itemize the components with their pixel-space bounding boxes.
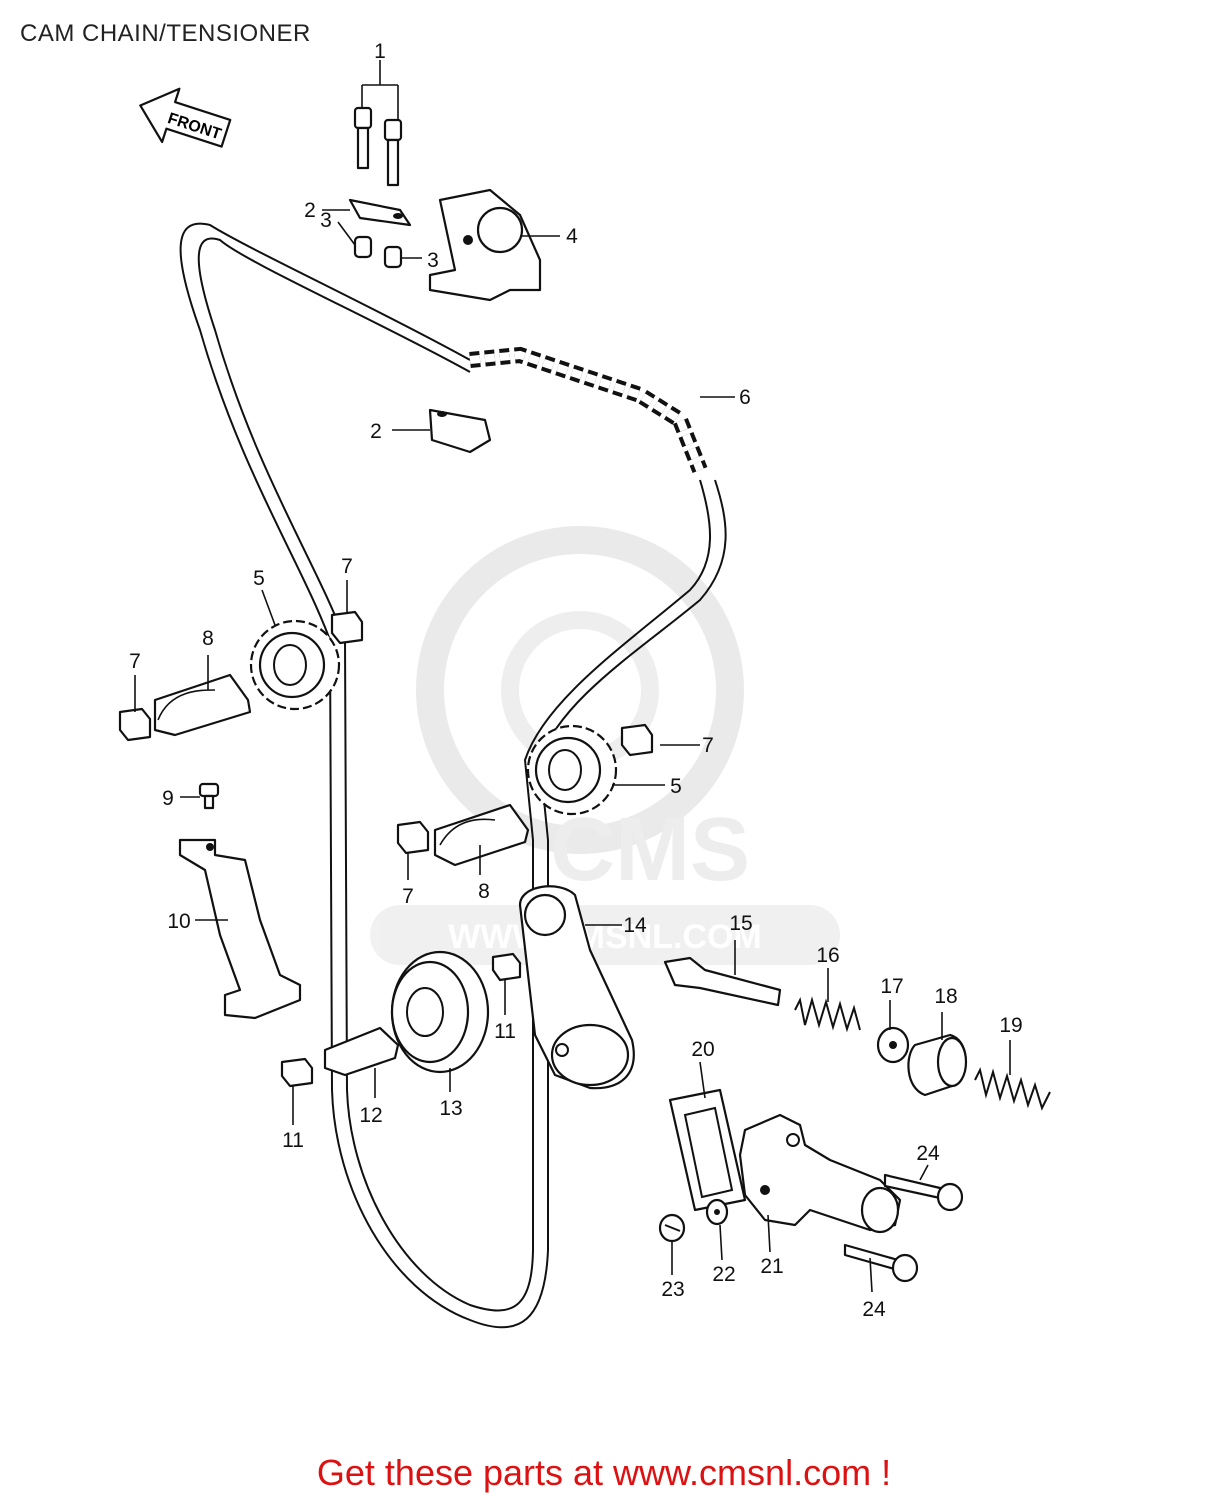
watermark-url: WWW.CMSNL.COM	[448, 918, 762, 956]
callout-4: 4	[566, 225, 578, 248]
sprocket-5-left	[249, 619, 341, 711]
callout-23: 23	[661, 1278, 684, 1301]
damper-block-7a	[330, 610, 364, 645]
watermark-brand: CMS	[550, 800, 750, 900]
bolt-1b	[383, 118, 403, 187]
callout-2-upper: 2	[304, 199, 316, 222]
callout-3-right: 3	[427, 249, 439, 272]
callout-labels: 1 2 2 3 3 4 5 5 6 7 7 7 7 8 8 9 10 11 11…	[129, 40, 1023, 1321]
callout-20: 20	[691, 1038, 714, 1061]
callout-24-lower: 24	[862, 1298, 886, 1321]
spring-16	[794, 996, 861, 1033]
callout-3-left: 3	[320, 209, 332, 232]
bolt-23	[658, 1213, 686, 1243]
callout-2-lower: 2	[370, 420, 382, 443]
callout-19: 19	[999, 1014, 1022, 1037]
callout-8-left: 8	[202, 627, 214, 650]
upper-chain-guide	[428, 188, 542, 302]
damper-block-11b	[280, 1057, 314, 1088]
callout-7-left: 7	[129, 650, 141, 673]
bolt-24-upper	[883, 1173, 964, 1212]
chain-link-segment	[469, 346, 708, 473]
tensioner-arm-14	[518, 885, 635, 1090]
tensioner-body-21	[738, 1113, 902, 1234]
cam-chain	[179, 222, 727, 1329]
dowel-pin-3a	[353, 235, 373, 259]
callout-11-right: 11	[494, 1020, 516, 1043]
callout-12: 12	[359, 1104, 382, 1127]
front-direction-arrow: FRONT	[139, 87, 232, 148]
callout-17: 17	[880, 975, 903, 998]
cmsnl-parts-link[interactable]: Get these parts at www.cmsnl.com !	[316, 1452, 892, 1493]
bolt-24-lower	[843, 1243, 919, 1283]
page-title: CAM CHAIN/TENSIONER	[20, 20, 311, 47]
callout-16: 16	[816, 944, 839, 967]
sprocket-5-right	[526, 724, 618, 816]
spring-19	[974, 1067, 1051, 1111]
callout-6: 6	[739, 386, 751, 409]
adjuster-nut-17	[876, 1026, 910, 1064]
collar-18	[907, 1033, 968, 1097]
damper-block-7b	[118, 707, 152, 742]
callout-8-right: 8	[478, 880, 490, 903]
dowel-pin-3b	[383, 245, 403, 269]
chain-guide-8-right	[433, 803, 530, 867]
tensioner-pin-15	[663, 956, 782, 1007]
callout-5-left: 5	[253, 567, 265, 590]
guide-roller-13	[390, 950, 490, 1074]
chain-guide-cap-lower	[428, 408, 492, 454]
guide-bracket-10	[178, 838, 302, 1020]
washer-22	[705, 1198, 729, 1226]
callout-7-center: 7	[402, 885, 414, 908]
bolt-1a	[353, 106, 373, 170]
callout-9: 9	[162, 787, 174, 810]
callout-14: 14	[623, 914, 647, 937]
callout-leaders	[134, 60, 1011, 1293]
callout-24-upper: 24	[916, 1142, 940, 1165]
callout-5-right: 5	[670, 775, 682, 798]
gasket-20	[668, 1088, 747, 1212]
callout-18: 18	[934, 985, 957, 1008]
callout-22: 22	[712, 1263, 735, 1286]
chain-guide-8-left	[153, 673, 252, 737]
chain-guide-cap-upper	[348, 198, 412, 227]
callout-1: 1	[374, 40, 386, 63]
callout-10: 10	[167, 910, 190, 933]
callout-13: 13	[439, 1097, 462, 1120]
callout-7-right: 7	[702, 734, 714, 757]
damper-block-7c	[620, 723, 654, 757]
damper-block-11a	[491, 952, 522, 982]
callout-11-left: 11	[282, 1129, 304, 1152]
callout-21: 21	[760, 1255, 783, 1278]
screw-9	[198, 782, 220, 810]
callout-7-top: 7	[341, 555, 353, 578]
chain-guide-12	[323, 1026, 400, 1077]
damper-block-7d	[396, 820, 430, 855]
callout-15: 15	[729, 912, 752, 935]
